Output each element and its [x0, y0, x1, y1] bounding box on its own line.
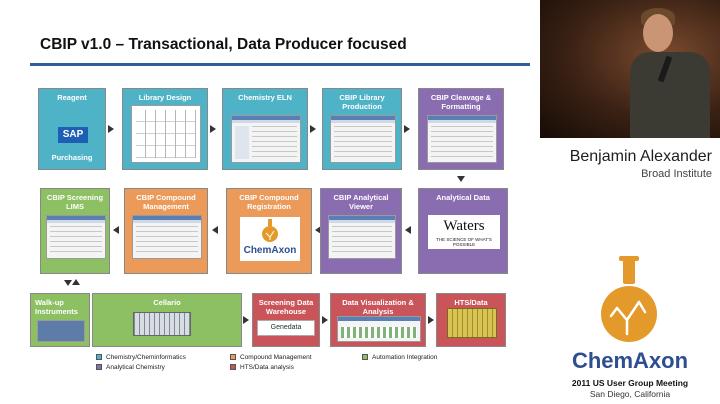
sap-logo: SAP [58, 127, 88, 143]
arrow-left-icon [405, 226, 411, 234]
box-walkup-instruments: Walk-up Instruments [30, 293, 90, 347]
box-data-visualization: Data Visualization & Analysis [330, 293, 426, 347]
legend-item: Automation Integration [362, 354, 437, 361]
chemaxon-brand: ChemAxon [571, 348, 689, 373]
legend-swatch [362, 354, 368, 360]
arrow-right-icon [404, 125, 410, 133]
box-label: Screening Data Warehouse [258, 298, 314, 316]
box-compound-management: CBIP Compound Management [124, 188, 208, 274]
box-hts-data: HTS/Data [436, 293, 506, 347]
arrow-down-icon [457, 176, 465, 182]
box-label: CBIP Compound Management [136, 193, 196, 211]
box-label: Reagent [57, 93, 87, 102]
box-label: Walk-up Instruments [35, 298, 78, 316]
arrow-right-icon [210, 125, 216, 133]
legend-swatch [230, 354, 236, 360]
screenshot-thumbnail [328, 215, 396, 259]
chemaxon-wordmark: ChemAxon [243, 245, 297, 256]
screenshot-thumbnail [427, 115, 497, 163]
box-analytical-viewer: CBIP Analytical Viewer [320, 188, 402, 274]
box-label: CBIP Cleavage & Formatting [430, 93, 492, 111]
box-library-design: Library Design [122, 88, 208, 170]
legend-swatch [230, 364, 236, 370]
box-label: Library Design [138, 93, 192, 102]
box-label: CBIP Screening LIMS [46, 193, 104, 211]
screenshot-thumbnail [330, 115, 396, 163]
event-location: San Diego, California [589, 389, 671, 399]
genedata-logo: Genedata [257, 320, 315, 336]
arrow-left-icon [315, 226, 321, 234]
box-label: Analytical Data [436, 193, 490, 202]
box-compound-registration: CBIP Compound Registration ChemAxon [226, 188, 312, 274]
box-label: CBIP Analytical Viewer [333, 193, 389, 211]
speaker-body [630, 52, 710, 142]
box-label: HTS/Data [454, 298, 488, 307]
title-divider [30, 63, 530, 66]
slide-title: CBIP v1.0 – Transactional, Data Producer… [40, 36, 407, 53]
screenshot-thumbnail [131, 105, 201, 163]
arrow-right-icon [322, 316, 328, 324]
legend-item: HTS/Data analysis [230, 364, 294, 371]
flask-icon [262, 219, 278, 242]
speaker-institution: Broad Institute [641, 168, 712, 180]
screenshot-thumbnail [337, 316, 421, 342]
screenshot-thumbnail [46, 215, 106, 259]
box-screening-data-warehouse: Screening Data Warehouse Genedata [252, 293, 320, 347]
box-label: Chemistry ELN [238, 93, 292, 102]
speaker-name: Benjamin Alexander [569, 148, 712, 165]
instruments-photo [37, 320, 85, 342]
speaker-head [643, 14, 673, 52]
box-chemistry-eln: Chemistry ELN [222, 88, 308, 170]
box-label: CBIP Compound Registration [239, 193, 299, 211]
box-label: Cellario [153, 298, 181, 307]
box-reagent: Reagent SAP Purchasing [38, 88, 106, 170]
arrow-left-icon [113, 226, 119, 234]
chemaxon-flask-icon [601, 256, 657, 342]
arrow-right-icon [243, 316, 249, 324]
screenshot-thumbnail [132, 215, 202, 259]
speaker-video-panel: Benjamin Alexander Broad Institute ChemA… [540, 0, 720, 404]
arrow-right-icon [310, 125, 316, 133]
legend-item: Analytical Chemistry [96, 364, 165, 371]
box-screening-lims: CBIP Screening LIMS [40, 188, 110, 274]
arrow-up-icon [72, 279, 80, 285]
chemaxon-logo: ChemAxon [240, 217, 300, 261]
arrow-left-icon [212, 226, 218, 234]
event-title: 2011 US User Group Meeting [571, 378, 689, 388]
screenshot-thumbnail [231, 115, 301, 163]
arrow-down-icon [64, 280, 72, 286]
box-library-production: CBIP Library Production [322, 88, 402, 170]
presentation-slide: CBIP v1.0 – Transactional, Data Producer… [0, 0, 540, 404]
speaker-info: Benjamin Alexander Broad Institute ChemA… [540, 138, 720, 404]
box-label: CBIP Library Production [339, 93, 385, 111]
speaker-video [540, 0, 720, 142]
box-cleavage-formatting: CBIP Cleavage & Formatting [418, 88, 504, 170]
legend-item: Compound Management [230, 354, 312, 361]
waters-wordmark: Waters [443, 218, 485, 234]
legend-swatch [96, 354, 102, 360]
cellario-screenshot [133, 312, 191, 336]
arrow-right-icon [428, 316, 434, 324]
legend-swatch [96, 364, 102, 370]
box-sublabel: Purchasing [51, 153, 93, 162]
legend-item: Chemistry/Cheminformatics [96, 354, 186, 361]
hts-heatmap-thumbnail [447, 308, 497, 338]
waters-tagline: THE SCIENCE OF WHAT'S POSSIBLE [436, 237, 492, 247]
box-analytical-data: Analytical Data Waters THE SCIENCE OF WH… [418, 188, 508, 274]
box-cellario: Cellario [92, 293, 242, 347]
box-label: Data Visualization & Analysis [342, 298, 414, 316]
arrow-right-icon [108, 125, 114, 133]
waters-logo: Waters THE SCIENCE OF WHAT'S POSSIBLE [428, 215, 500, 249]
